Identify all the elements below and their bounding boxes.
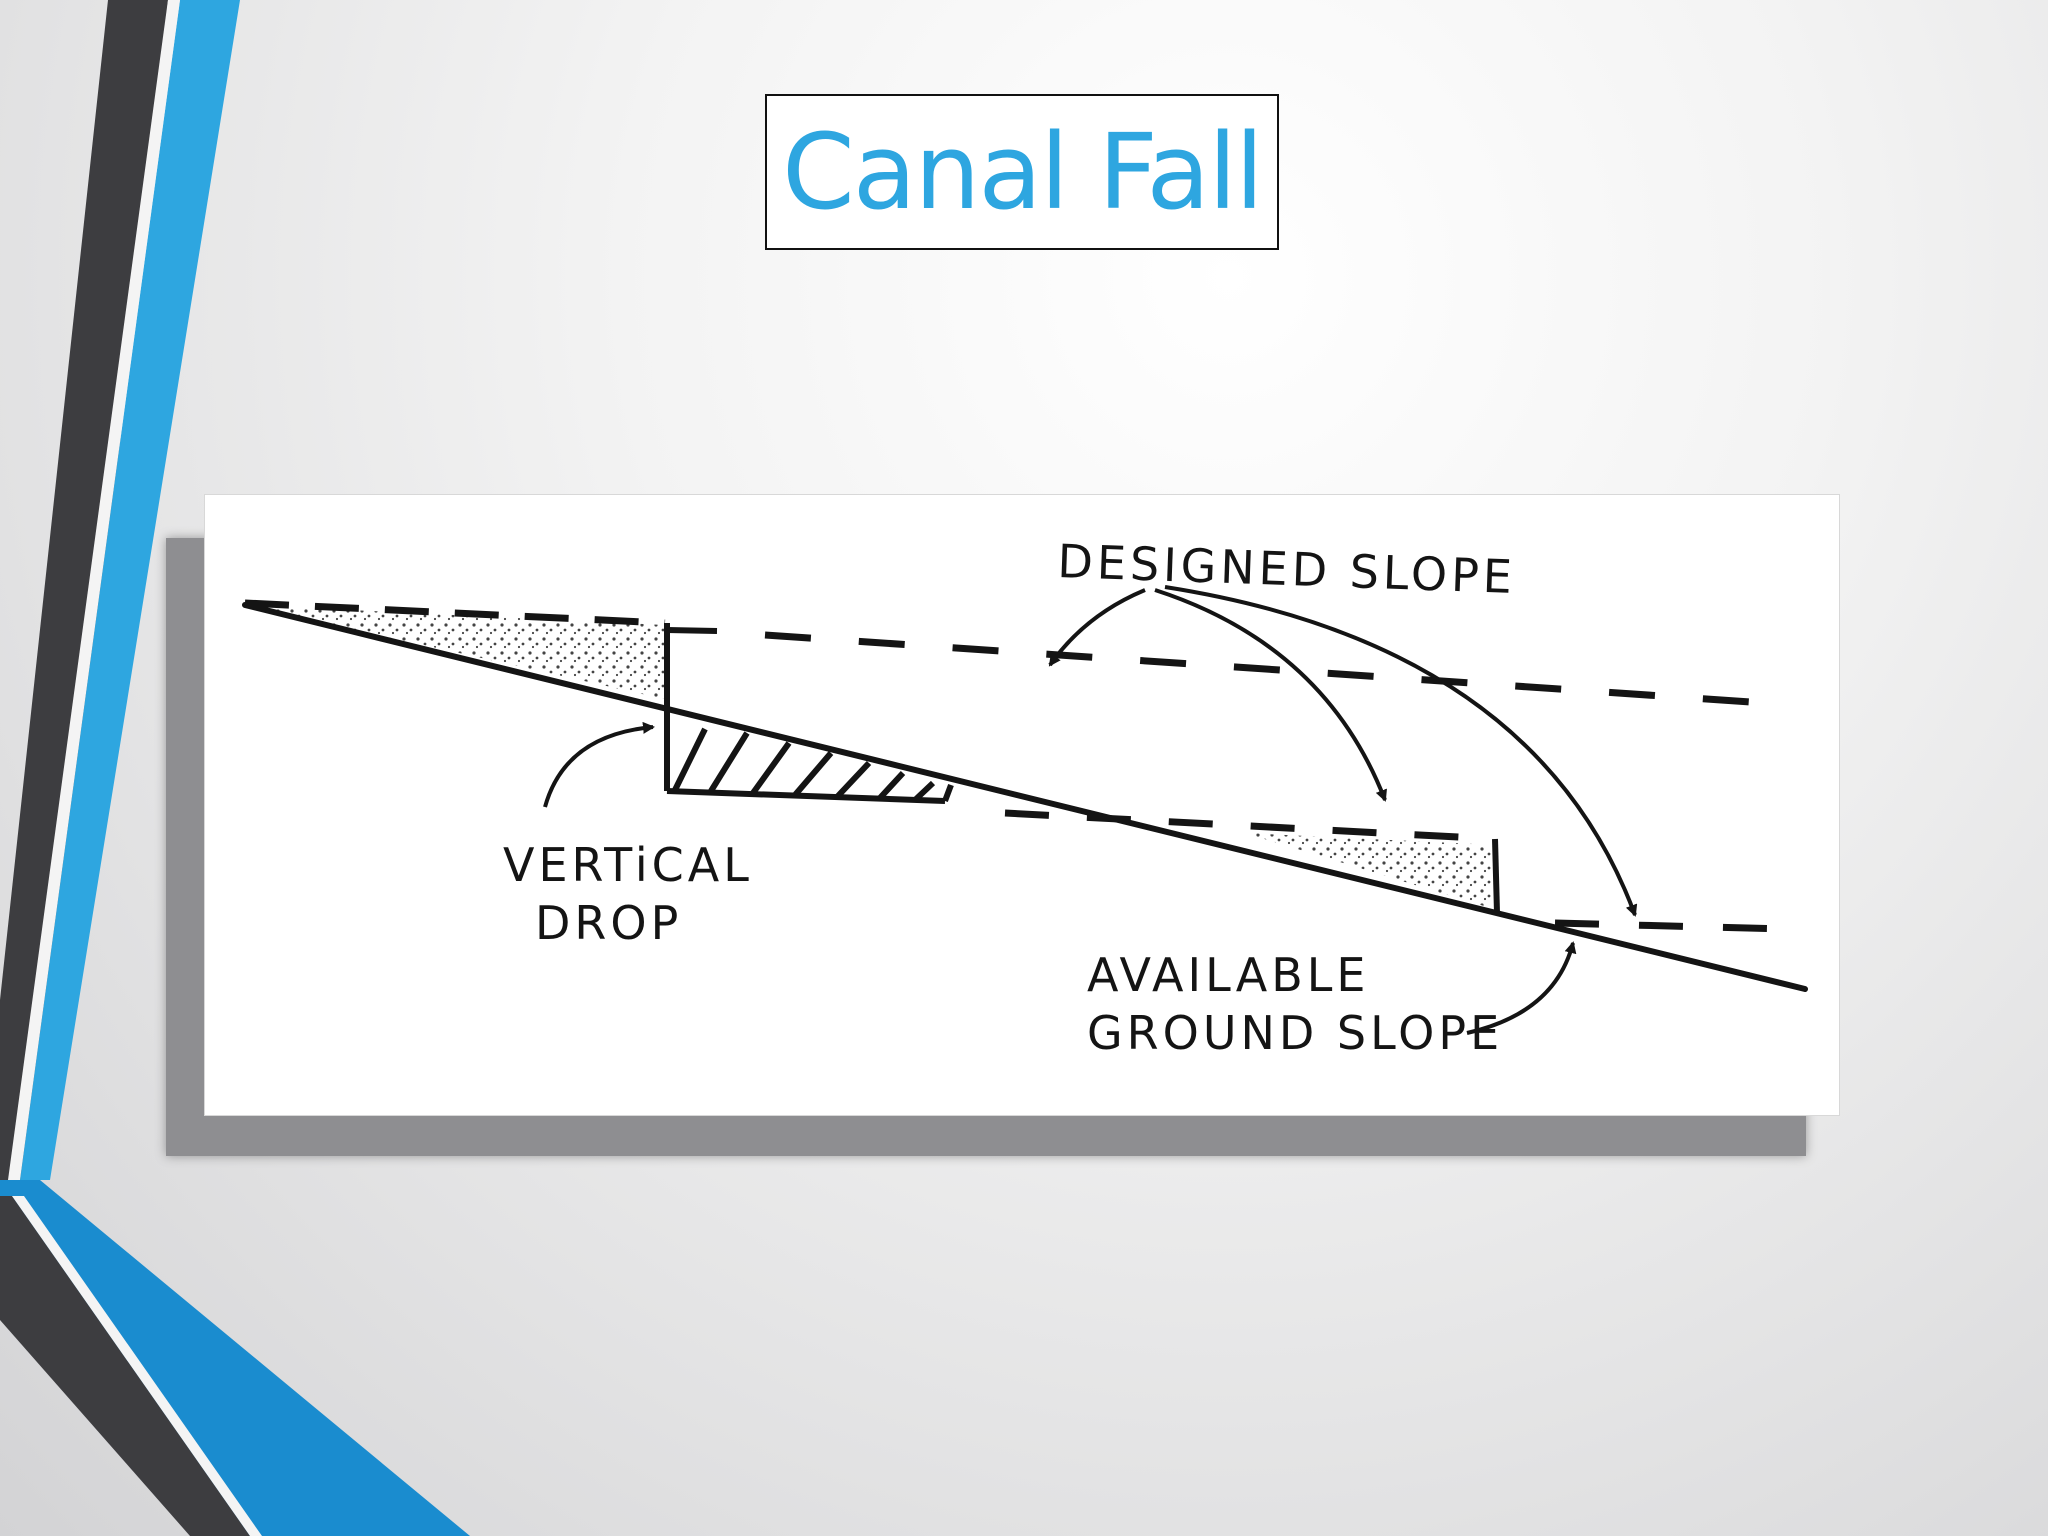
designed-slope-middle [1004, 809, 1496, 843]
ground-slope-line [242, 602, 1808, 992]
available-label-line1: AVAILABLE [1087, 948, 1370, 1002]
designed-slope-arrow-2 [1154, 588, 1387, 802]
designed-slope-label: DESIGNED SLOPE [1057, 534, 1517, 604]
designed-slope-upper [764, 631, 1766, 707]
designed-slope-upstream [244, 599, 666, 627]
canal-fall-diagram: DESIGNED SLOPE VERTiCAL DROP AVAILABLE G… [242, 534, 1808, 1060]
vertical-drop-top [666, 627, 718, 634]
title-box: Canal Fall [765, 94, 1279, 250]
vertical-drop-label-line1: VERTiCAL [503, 838, 753, 892]
left-white-gap [8, 0, 180, 1180]
canal-fall-figure: DESIGNED SLOPE VERTiCAL DROP AVAILABLE G… [204, 494, 1840, 1116]
downstream-drop-step [1492, 838, 1500, 914]
left-blue-stripe [20, 0, 240, 1180]
drop-structure-hatching [666, 727, 954, 804]
designed-slope-arrow-3 [1164, 585, 1638, 917]
vertical-drop-label-line2: DROP [535, 896, 682, 950]
designed-slope-lower [1554, 919, 1786, 933]
slide-title: Canal Fall [782, 111, 1264, 233]
bottom-blue-stripe [0, 1180, 470, 1536]
available-label-line2: GROUND SLOPE [1087, 1006, 1503, 1060]
vertical-drop-arrow [543, 721, 655, 808]
ground-slope-arrow [1466, 941, 1577, 1035]
designed-slope-arrow-1 [1048, 588, 1146, 667]
left-dark-stripe [0, 0, 168, 1180]
bottom-white-gap [12, 1196, 262, 1536]
bottom-dark-stripe [0, 1196, 250, 1536]
downstream-fill [1245, 833, 1497, 910]
